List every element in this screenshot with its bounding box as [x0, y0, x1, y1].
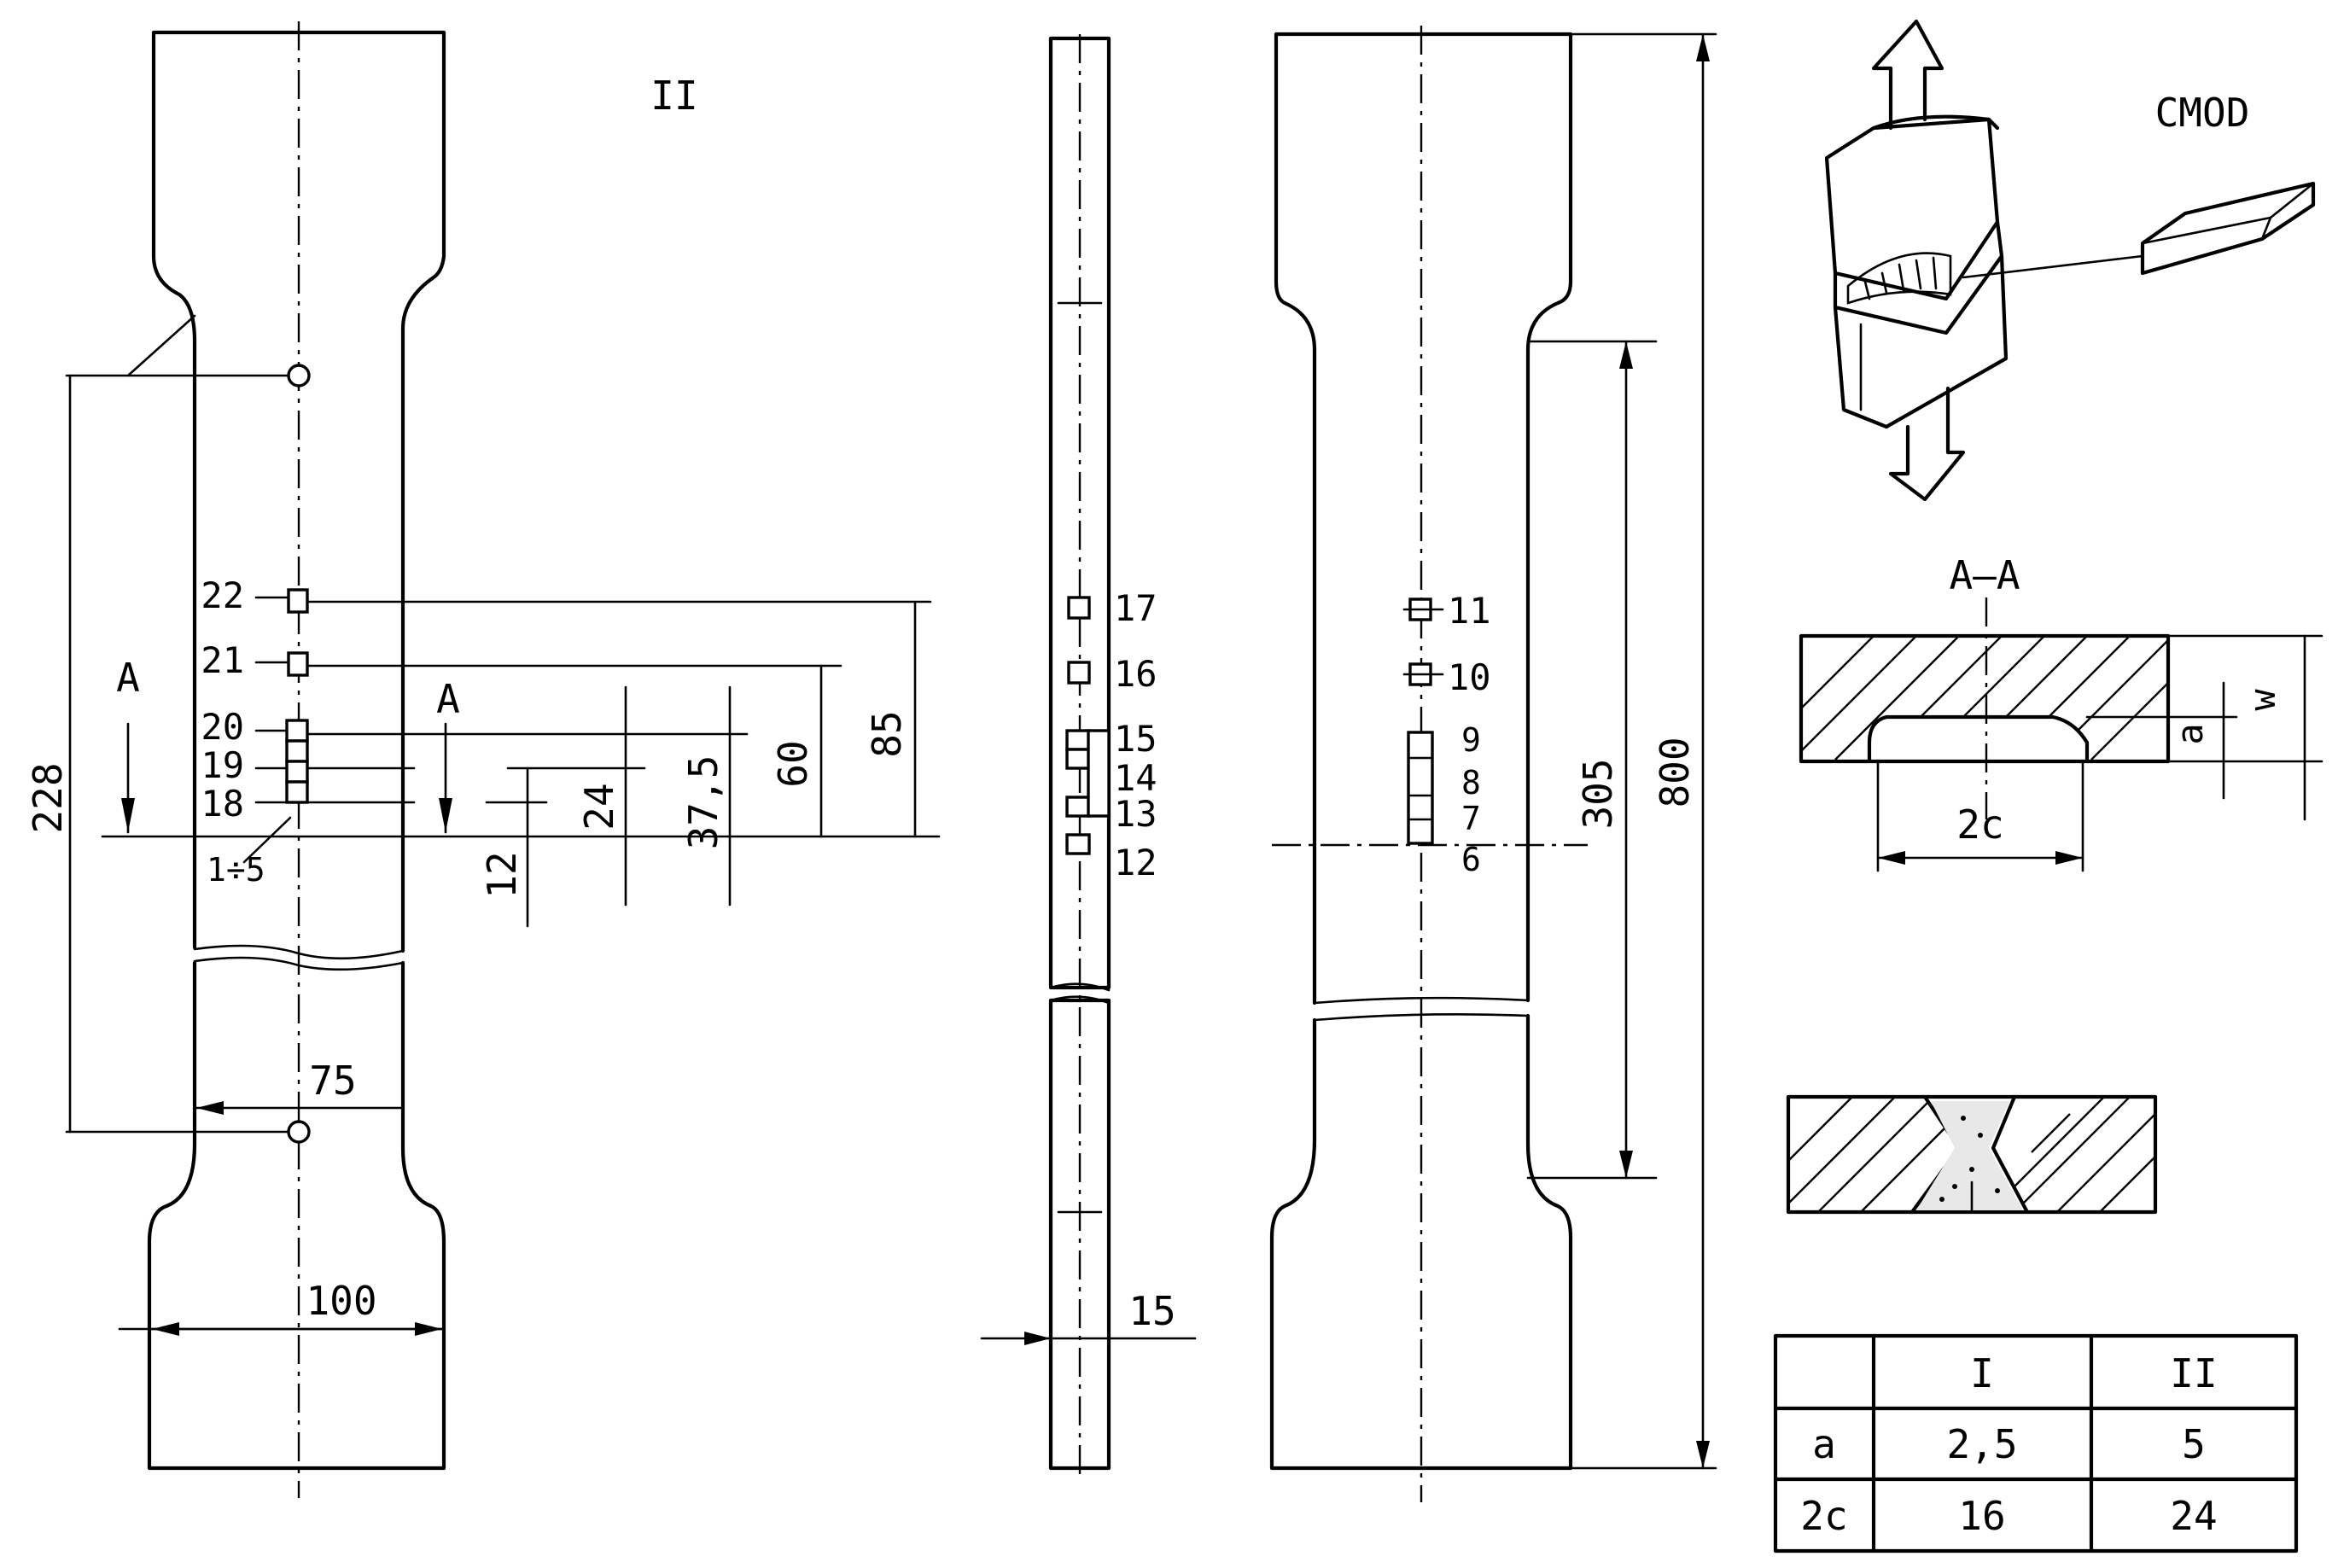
section-aa: 2c A–A a w	[1799, 552, 2323, 872]
specimen-front-outline-bottom	[147, 960, 446, 1471]
dim-85: 85	[864, 710, 910, 757]
hole-top	[287, 364, 311, 388]
gauge-label-8: 8	[1461, 764, 1481, 801]
dim-37-5: 37,5	[680, 755, 726, 850]
section-mark-a-left: A	[116, 655, 140, 701]
label-w: w	[2242, 689, 2283, 711]
crack-table: I II a 2,5 5 2c 16 24	[1773, 1333, 2299, 1553]
gauge-label-17: 17	[1114, 587, 1157, 629]
gauge-19	[285, 739, 309, 763]
dim-12: 12	[479, 851, 525, 898]
gauge-label-18: 18	[201, 783, 244, 825]
gauge-label-15: 15	[1114, 718, 1157, 760]
hole-bottom	[287, 1120, 311, 1144]
specimen-side: 17 16 15 14 13 12 15	[980, 34, 1197, 1477]
gauge-22	[287, 588, 309, 614]
dim-100: 100	[306, 1278, 376, 1324]
gauge-label-19: 19	[201, 744, 244, 786]
iso-view: CMOD	[1824, 19, 2316, 502]
weld-plate	[1786, 1094, 2158, 1215]
label-2c: 2c	[1956, 801, 2003, 848]
dim-15: 15	[1128, 1288, 1175, 1334]
specimen-front: 228 22 21 20 19 18 1÷5 85	[25, 21, 941, 1498]
gauge-label-16: 16	[1114, 653, 1157, 695]
gauge-21	[287, 651, 309, 677]
specimen-back-outline-bottom	[1269, 1013, 1573, 1471]
gauge-1-5	[285, 780, 309, 804]
gauge-label-1-5: 1÷5	[207, 851, 265, 889]
specimen-front-title: II	[650, 73, 697, 119]
table-cell-a-i: 2,5	[1946, 1421, 2017, 1467]
gauge-label-14: 14	[1114, 757, 1157, 799]
specimen-back-outline-top	[1274, 32, 1573, 1006]
table-cell-2c-i: 16	[1958, 1493, 2005, 1539]
gauge-label-22: 22	[201, 574, 244, 616]
gauge-label-10: 10	[1448, 656, 1491, 698]
gauge-label-7: 7	[1461, 800, 1481, 837]
gauge-18	[285, 760, 309, 784]
section-aa-plate	[1799, 633, 2171, 764]
specimen-back: 11 10 9 8 7 6 305 800	[1269, 26, 1717, 1502]
section-aa-title: A–A	[1949, 552, 2020, 598]
table-cell-2c-ii: 24	[2170, 1493, 2217, 1539]
gauge-label-13: 13	[1114, 793, 1157, 835]
table-header-ii: II	[2170, 1350, 2217, 1396]
section-mark-a-right: A	[436, 676, 460, 722]
table-row-label-2c: 2c	[1800, 1493, 1847, 1539]
specimen-front-outline-top	[151, 30, 446, 953]
weld-section	[1786, 1094, 2158, 1215]
dim-75: 75	[309, 1058, 356, 1104]
dim-228: 228	[25, 762, 71, 833]
gauge-20	[285, 719, 309, 743]
gauge-label-9: 9	[1461, 721, 1481, 759]
gauge-label-12: 12	[1114, 842, 1157, 883]
gauge-label-21: 21	[201, 639, 244, 681]
gauge-label-11: 11	[1448, 590, 1491, 632]
dim-305: 305	[1575, 758, 1621, 829]
table-header-i: I	[1970, 1350, 1994, 1396]
gauge-label-6: 6	[1461, 841, 1481, 878]
dim-24: 24	[576, 783, 622, 830]
label-a: a	[2169, 723, 2211, 744]
table-row-label-a: a	[1812, 1421, 1836, 1467]
table-cell-a-ii: 5	[2182, 1421, 2206, 1467]
cmod-label: CMOD	[2155, 90, 2250, 136]
gauge-label-20: 20	[201, 706, 244, 748]
dim-800: 800	[1652, 737, 1698, 807]
dim-60: 60	[770, 740, 816, 787]
